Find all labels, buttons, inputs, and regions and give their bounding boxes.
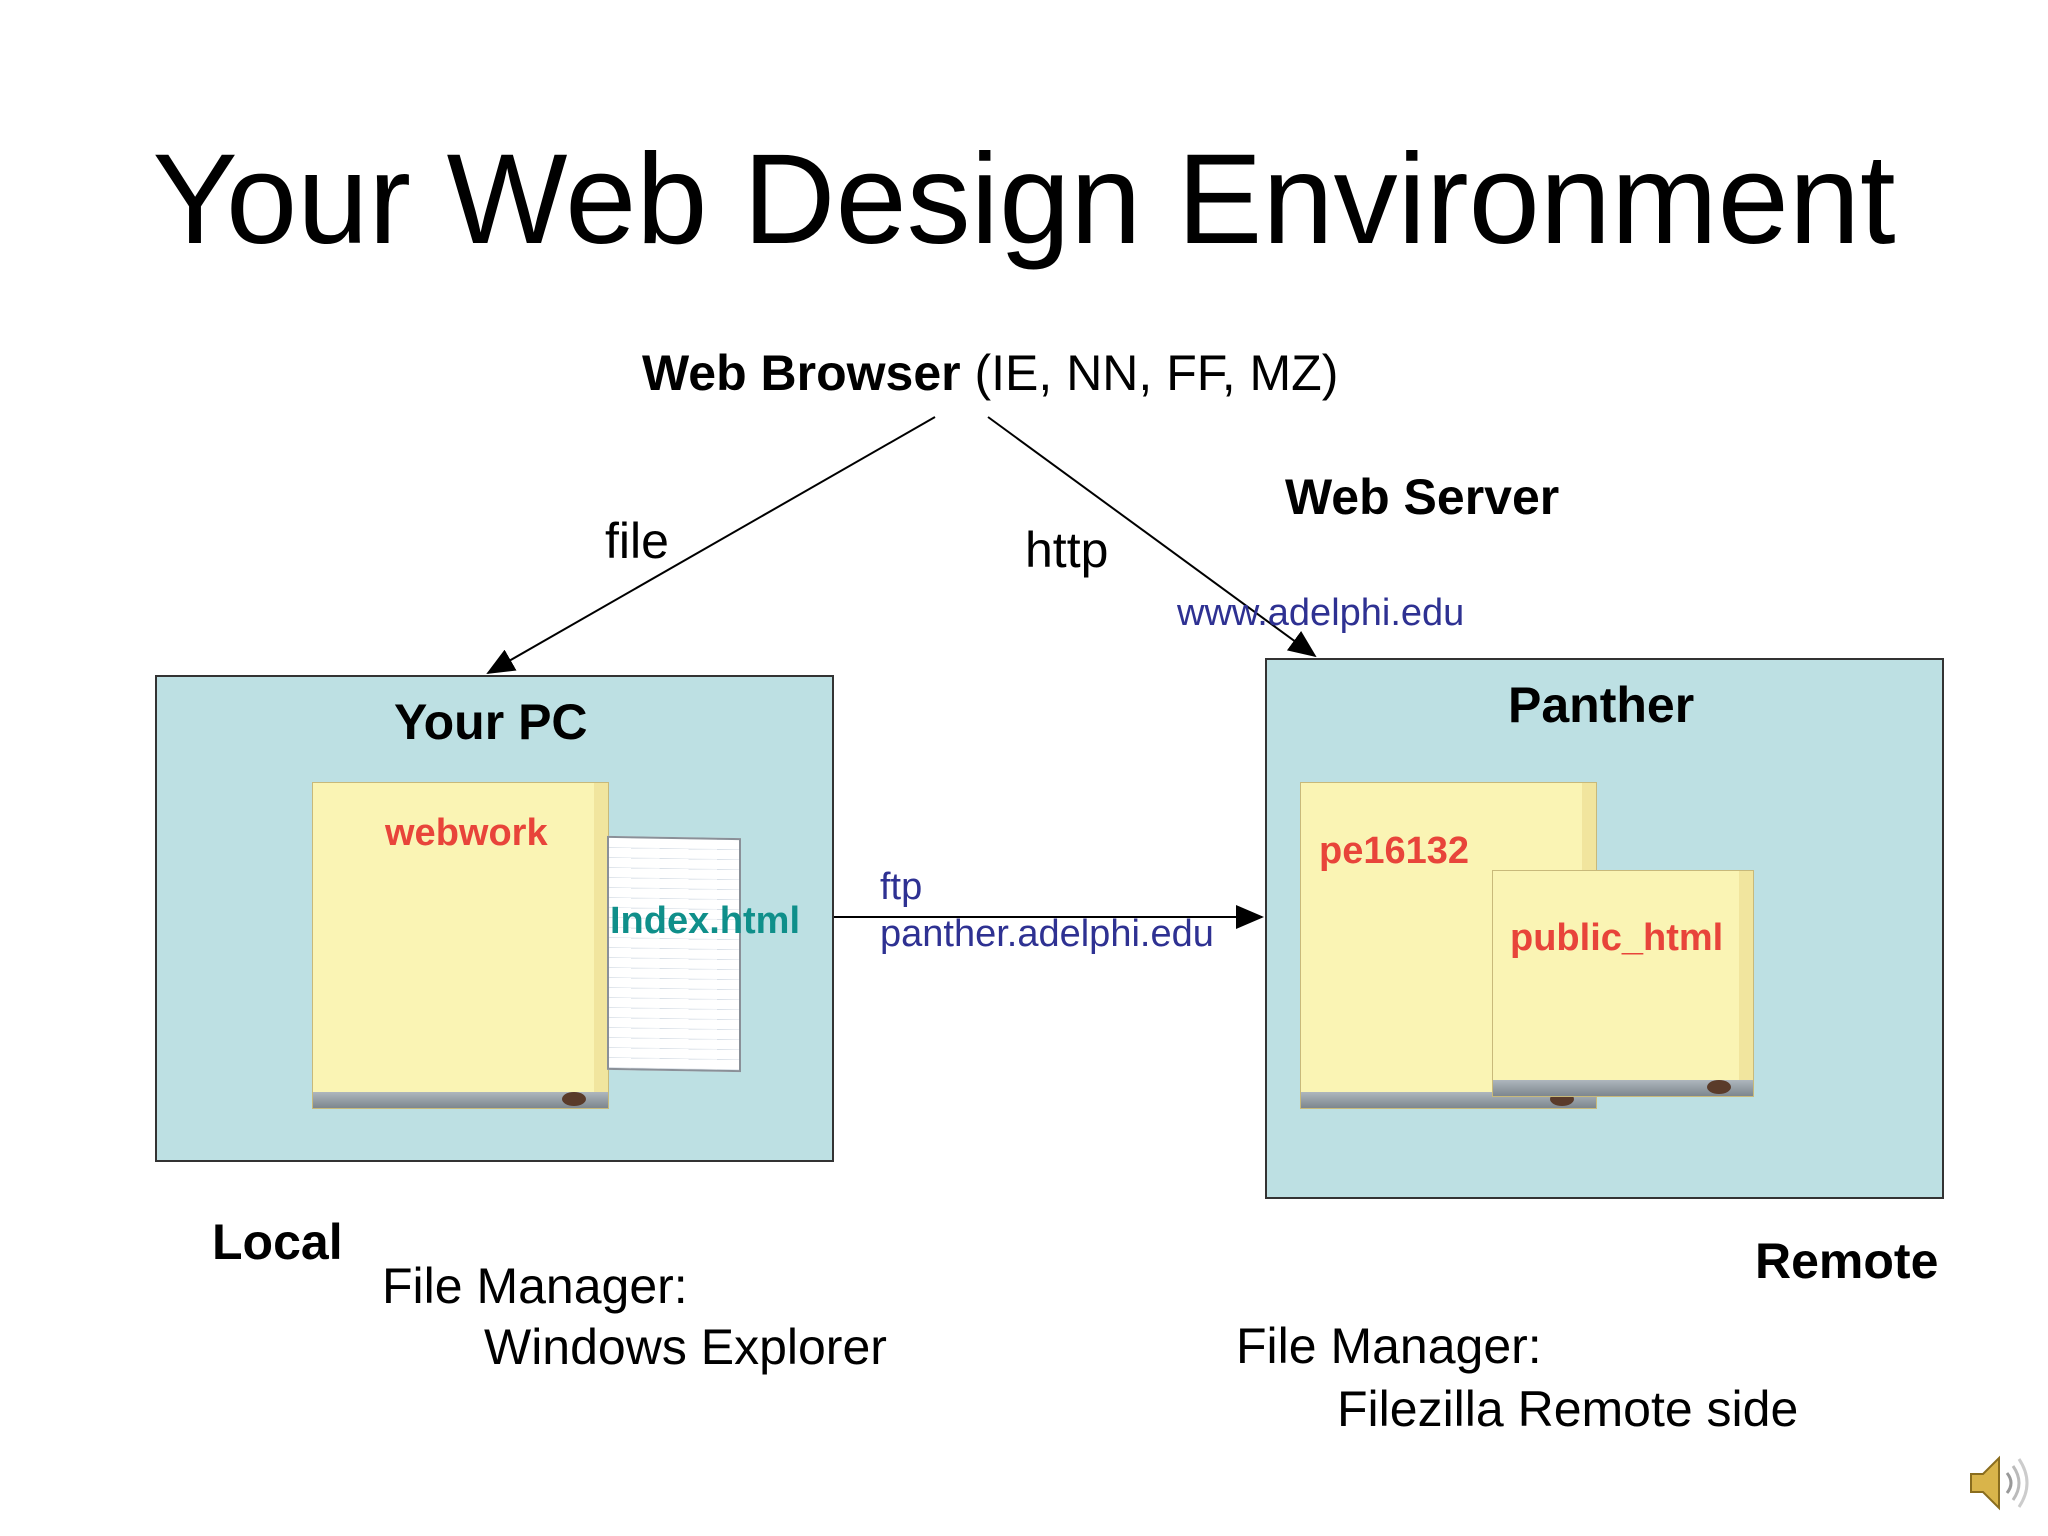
- public-html-folder-label: public_html: [1510, 917, 1724, 959]
- pe16132-folder-icon: [1300, 782, 1597, 1109]
- index-file-label: Index.html: [610, 900, 801, 942]
- ftp-host-label: panther.adelphi.edu: [880, 913, 1214, 955]
- web-browser-note: (IE, NN, FF, MZ): [974, 345, 1339, 401]
- local-pc-box: Your PC webwork Index.html: [155, 675, 834, 1162]
- web-server-host: www.adelphi.edu: [1177, 592, 1465, 634]
- speaker-icon[interactable]: [1965, 1448, 2035, 1518]
- remote-panther-title: Panther: [1508, 677, 1695, 733]
- public-html-folder-icon: [1492, 870, 1754, 1097]
- remote-label: Remote: [1755, 1233, 1939, 1289]
- remote-file-manager-value: Filezilla Remote side: [1337, 1381, 1799, 1437]
- local-pc-title: Your PC: [394, 694, 588, 750]
- http-arrow: [987, 416, 1317, 658]
- web-browser-heading: Web Browser (IE, NN, FF, MZ): [642, 344, 1338, 402]
- slide-title: Your Web Design Environment: [152, 128, 1896, 271]
- local-file-manager-label: File Manager:: [382, 1258, 688, 1314]
- file-arrow: [486, 416, 936, 674]
- webwork-folder-icon: [312, 782, 609, 1109]
- remote-file-manager-label: File Manager:: [1236, 1318, 1542, 1374]
- webwork-folder-label: webwork: [385, 812, 548, 854]
- http-edge-label: http: [1025, 522, 1109, 578]
- local-file-manager-value: Windows Explorer: [484, 1319, 887, 1375]
- local-label: Local: [212, 1214, 343, 1270]
- file-edge-label: file: [605, 513, 669, 569]
- web-browser-label: Web Browser: [642, 345, 961, 401]
- document-icon: [607, 835, 741, 1073]
- pe16132-folder-label: pe16132: [1319, 830, 1470, 872]
- web-server-label: Web Server: [1285, 469, 1560, 525]
- ftp-protocol-label: ftp: [880, 866, 923, 908]
- remote-panther-box: Panther pe16132 public_html: [1265, 658, 1944, 1199]
